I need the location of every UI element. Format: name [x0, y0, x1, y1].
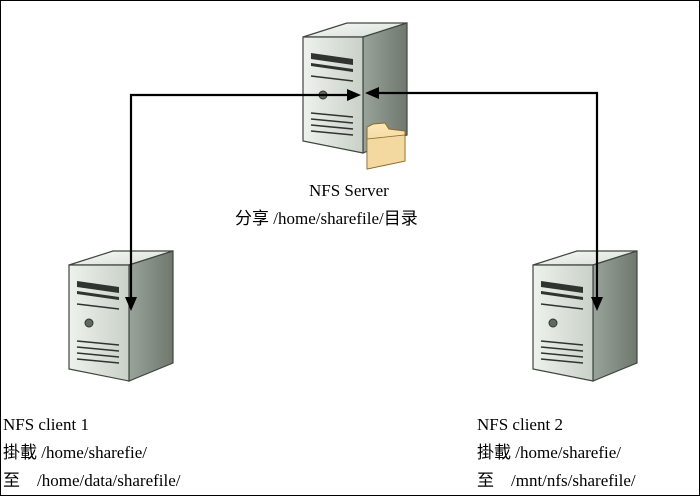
client2-target-label: 至 /mnt/nfs/sharefile/: [477, 471, 636, 490]
nfs-client1-icon: [68, 250, 174, 382]
arrow-to-server-left: [347, 89, 361, 101]
arrow-to-client1: [125, 297, 137, 311]
server-share-label: 分享 /home/sharefile/目录: [235, 209, 418, 228]
client1-link-line: [129, 93, 351, 301]
client2-link-line: [377, 91, 599, 301]
nfs-client2-icon: [532, 250, 638, 382]
client1-name-label: NFS client 1: [3, 415, 89, 434]
arrow-to-client2: [591, 297, 603, 311]
client2-name-label: NFS client 2: [477, 415, 563, 434]
shared-folder-icon: [366, 122, 406, 170]
arrow-to-server-right: [365, 87, 379, 99]
client1-mount-label: 掛載 /home/sharefie/: [3, 443, 147, 462]
server-name-label: NFS Server: [309, 181, 389, 200]
client1-target-label: 至 /home/data/sharefile/: [3, 471, 181, 490]
client2-mount-label: 掛載 /home/sharefie/: [477, 443, 621, 462]
